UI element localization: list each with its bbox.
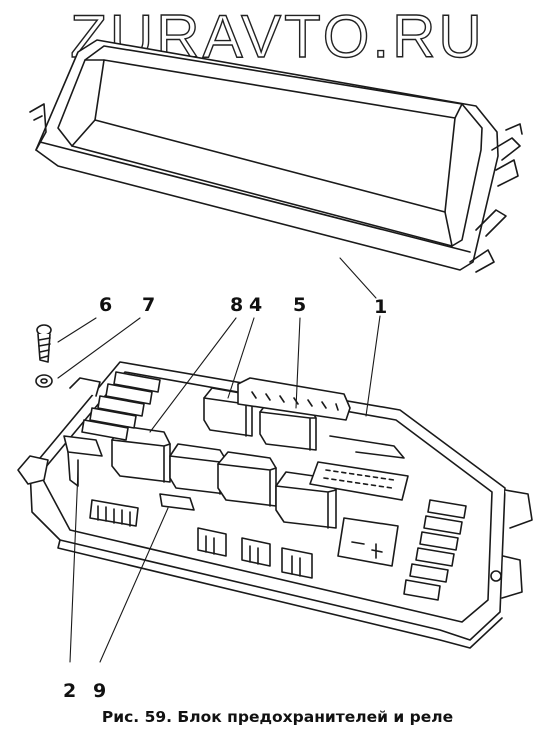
- cover: [30, 40, 522, 272]
- callout-5: 5: [293, 294, 307, 316]
- fuse-column-right: [404, 500, 466, 600]
- fuse-column-left: [64, 372, 160, 486]
- callout-4: 4: [249, 294, 263, 316]
- base-details: [90, 436, 408, 578]
- callout-8: 8: [230, 294, 244, 316]
- callout-6: 6: [99, 294, 113, 316]
- callout-1: 1: [374, 296, 388, 318]
- screw: [37, 325, 51, 362]
- callout-7: 7: [142, 294, 156, 316]
- washer: [36, 375, 52, 387]
- callout-2: 2: [63, 680, 77, 702]
- leader-lines: [58, 258, 380, 662]
- figure-caption: Рис. 59. Блок предохранителей и реле: [101, 708, 454, 726]
- callout-9: 9: [93, 680, 107, 702]
